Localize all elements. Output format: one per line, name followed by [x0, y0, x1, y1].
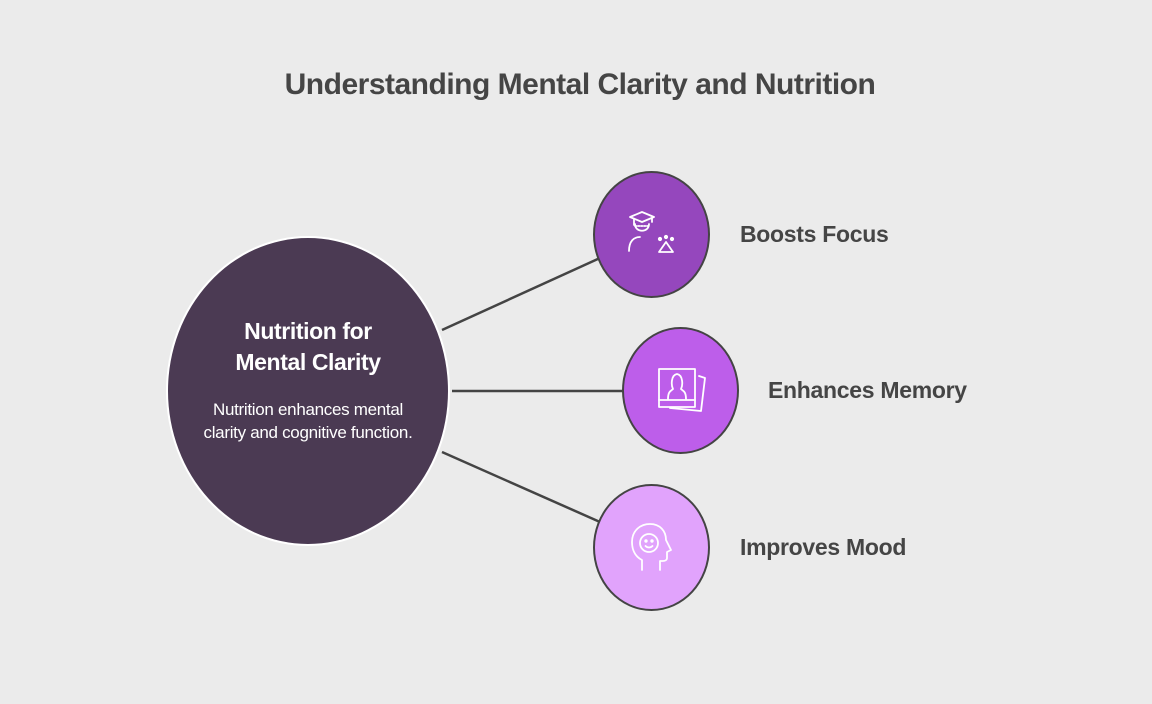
node-boosts-focus [593, 171, 710, 298]
label-improves-mood: Improves Mood [740, 534, 907, 560]
node-improves-mood [593, 484, 710, 611]
label-enhances-memory: Enhances Memory [768, 377, 967, 403]
central-node-title: Nutrition for Mental Clarity [168, 316, 448, 378]
connector-mood [441, 450, 601, 524]
photo-portrait-icon [657, 367, 706, 412]
central-title-line1: Nutrition for [244, 318, 372, 344]
student-with-paw-icon [627, 210, 674, 253]
central-node: Nutrition for Mental Clarity Nutrition e… [166, 236, 450, 546]
central-node-description: Nutrition enhances mental clarity and co… [203, 400, 413, 442]
central-title-line2: Mental Clarity [235, 349, 381, 375]
label-boosts-focus: Boosts Focus [740, 221, 889, 247]
connector-focus [441, 256, 601, 332]
node-enhances-memory [622, 327, 739, 454]
smiling-head-icon [630, 522, 672, 571]
diagram-title: Understanding Mental Clarity and Nutriti… [284, 68, 876, 101]
